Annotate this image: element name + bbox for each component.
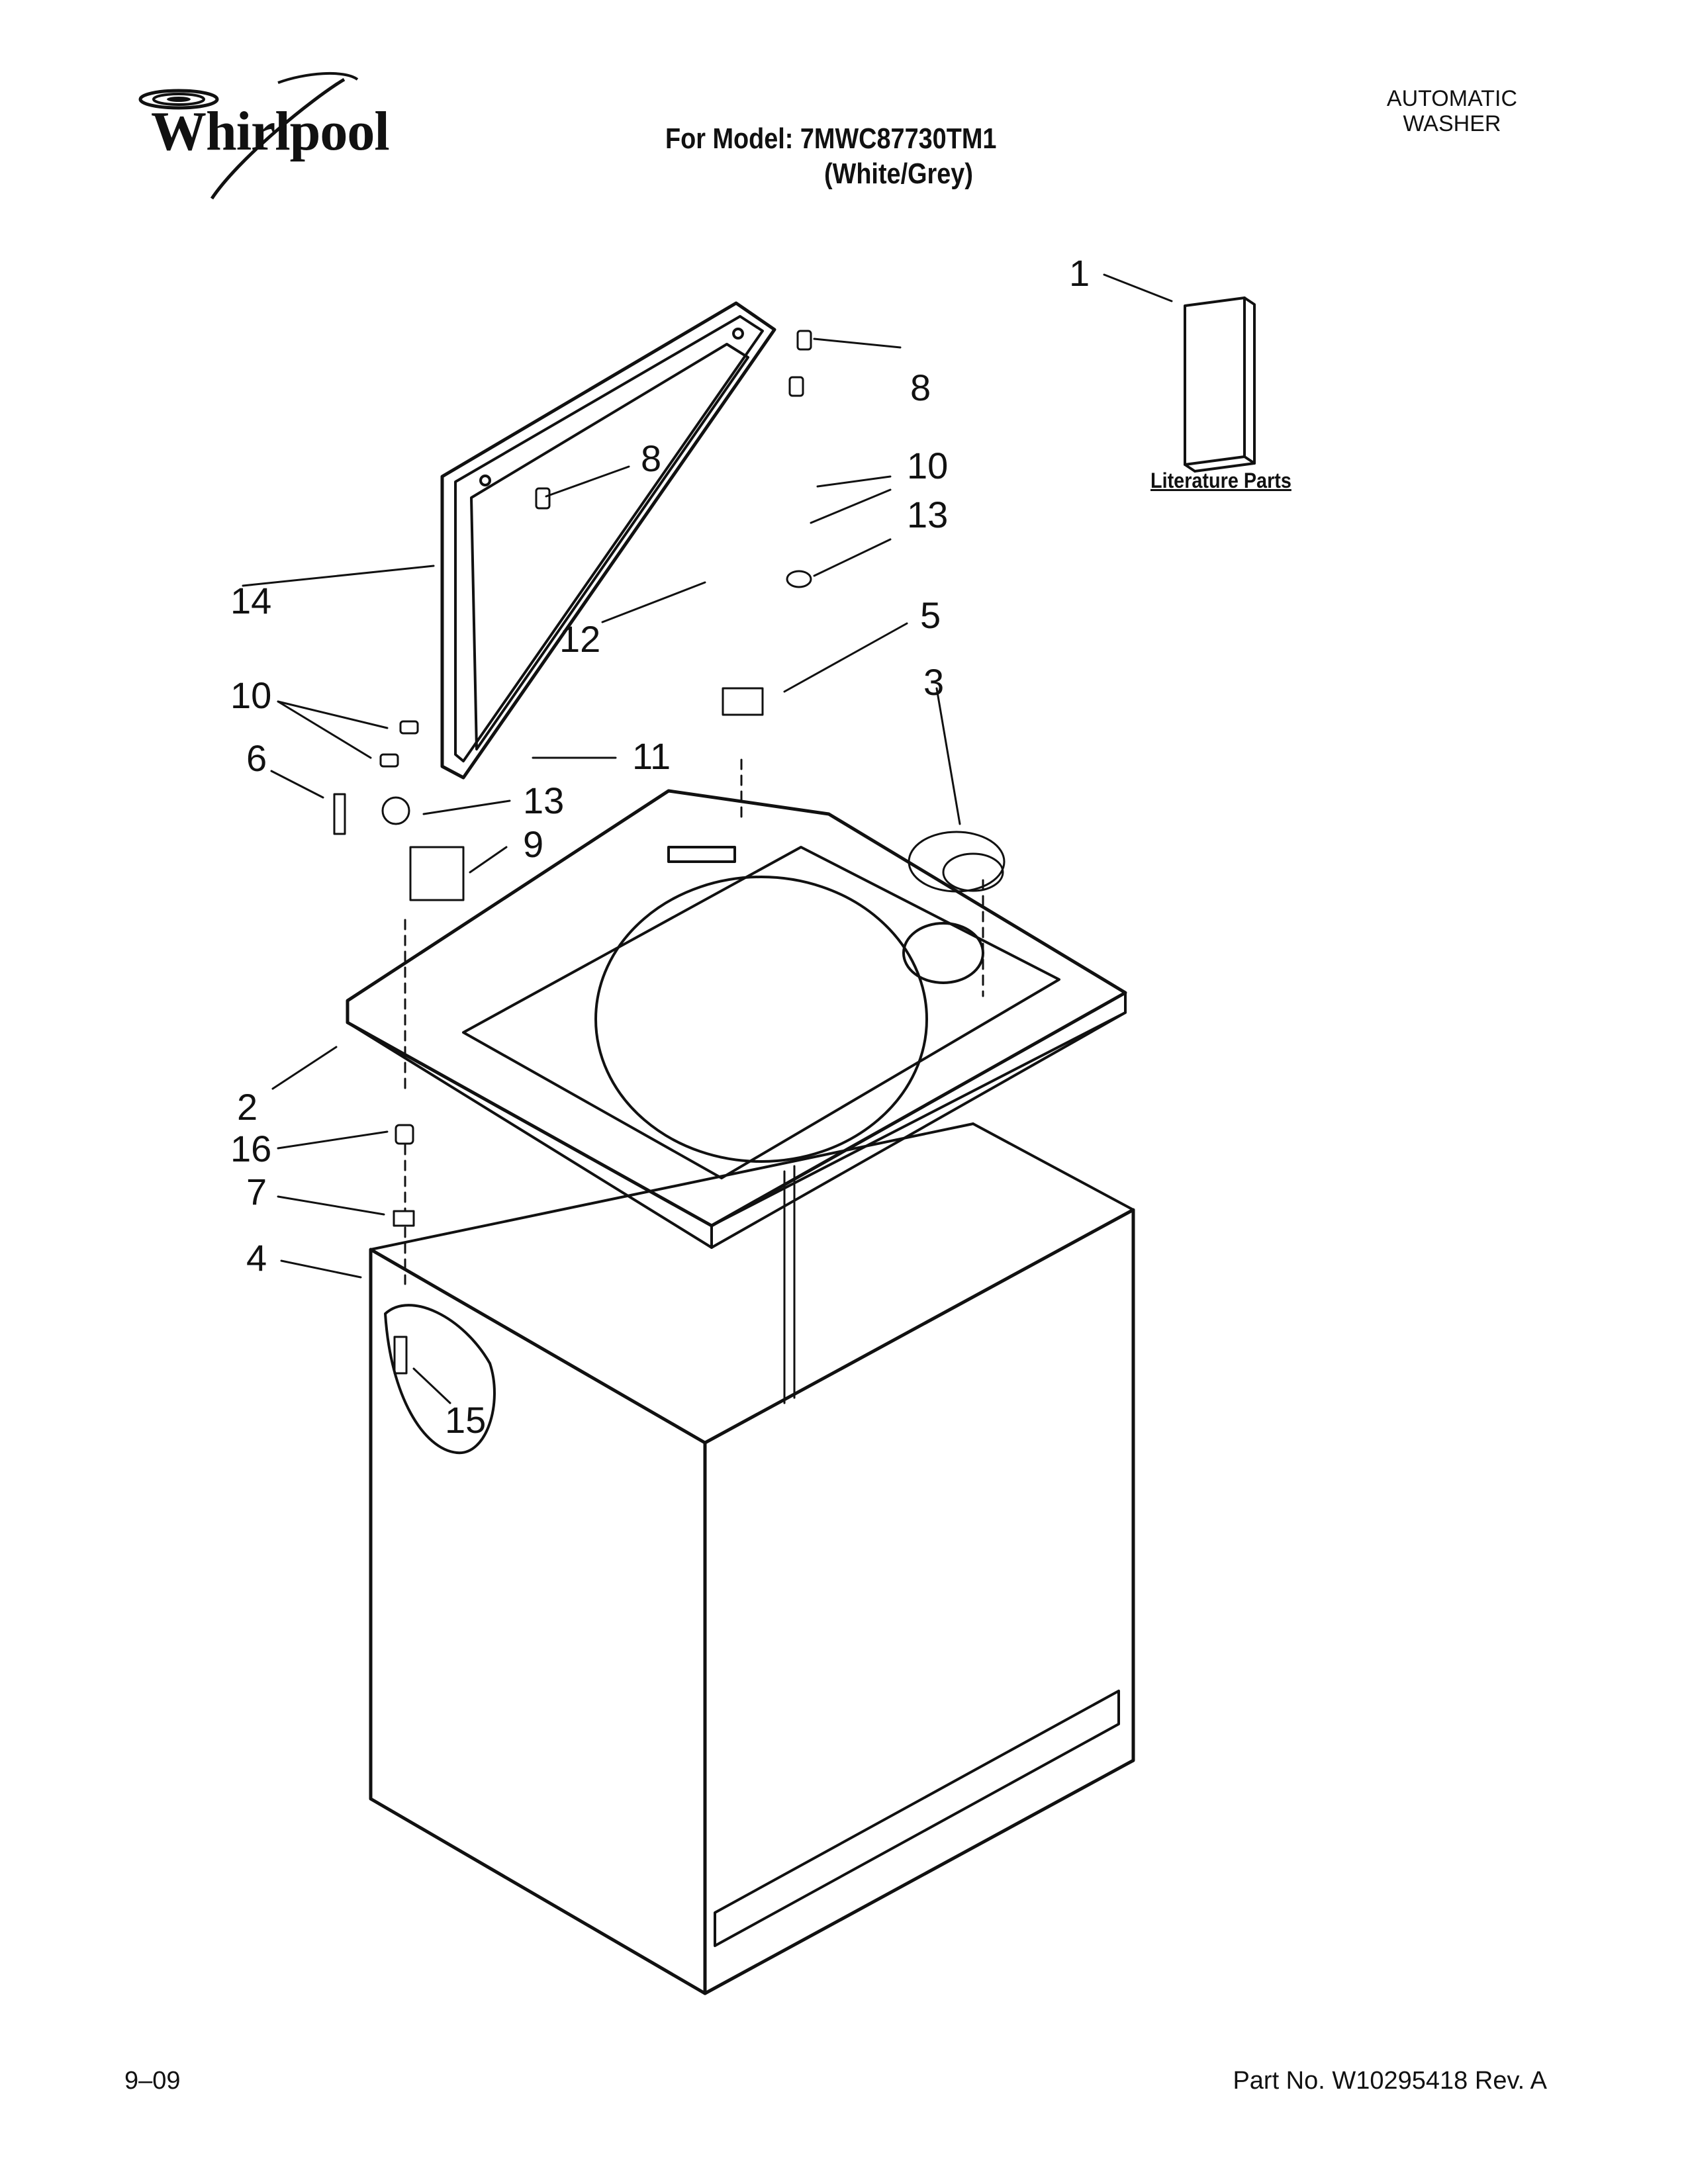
leader-lines [242,273,1173,1404]
callout-6: 6 [246,737,267,779]
category-line-1: AUTOMATIC [1386,86,1517,111]
callout-13-right: 13 [907,494,949,535]
callout-2: 2 [237,1086,258,1128]
callout-1: 1 [1069,252,1090,294]
callout-8-lid: 8 [641,437,662,479]
callout-4: 4 [246,1237,267,1279]
callout-3: 3 [923,661,945,703]
revision-date: 9–09 [124,2067,181,2095]
literature-parts-label: Literature Parts [1150,469,1291,492]
callout-10-right: 10 [907,445,949,486]
callout-16: 16 [230,1128,272,1169]
washer-lid [440,301,776,780]
callout-8-top: 8 [910,367,931,408]
callout-11: 11 [632,735,671,777]
part-number: Part No. W10295418 Rev. A [1233,2067,1547,2095]
callout-5: 5 [920,594,941,636]
product-category: AUTOMATIC WASHER [1387,86,1517,136]
callout-9: 9 [523,823,544,865]
callout-14: 14 [230,580,272,621]
model-title: For Model: 7MWC87730TM1 [665,122,997,155]
callout-13-left: 13 [523,780,565,821]
callout-7: 7 [246,1171,267,1212]
brand-name: Whirlpool [151,101,390,162]
literature-booklet [1184,296,1256,473]
small-parts [333,330,1006,1375]
category-line-2: WASHER [1403,111,1501,136]
callout-12: 12 [559,618,601,660]
callout-15: 15 [445,1399,487,1441]
callout-10-left: 10 [230,674,272,716]
washer-cabinet [369,1122,1135,1995]
model-color: (White/Grey) [824,158,973,190]
